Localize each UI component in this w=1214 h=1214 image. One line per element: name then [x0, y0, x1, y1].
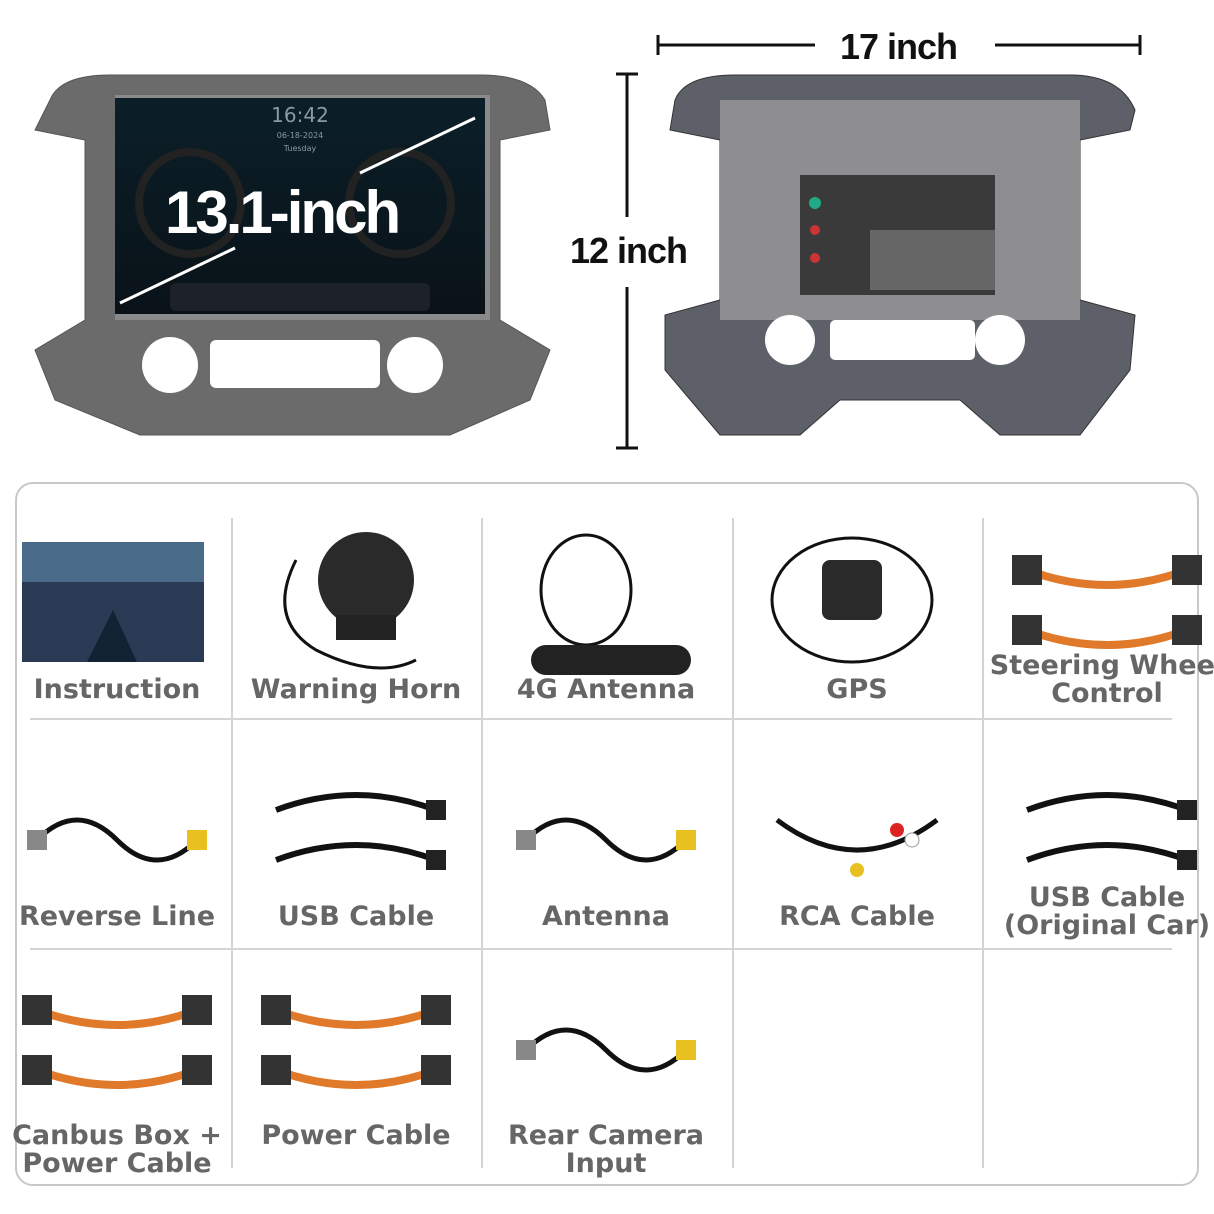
harness-icon: [22, 995, 212, 1089]
usb-icon: [274, 792, 446, 870]
accessory-item: Instruction: [0, 520, 242, 746]
cable-icon: [27, 817, 207, 863]
accessory-item: USB Cable (Original Car): [982, 750, 1214, 954]
back-unit-image: [664, 74, 1136, 436]
gauge-left: [135, 148, 245, 258]
front-unit: 16:42 06-18-2024 Tuesday 13.1-inch: [30, 70, 555, 440]
accessory-label: Rear Camera Input: [507, 1120, 705, 1179]
accessory-label: Warning Horn: [250, 674, 462, 705]
rca-icon: [775, 817, 939, 877]
accessories-panel: [15, 482, 1199, 1186]
accessory-label: Reverse Line: [18, 901, 216, 932]
usb-icon: [1025, 792, 1197, 870]
width-dimension-line: [656, 35, 1142, 55]
divider: [732, 518, 734, 1168]
height-dimension-line: [616, 72, 638, 450]
accessory-item: Steering Wheel Control: [982, 520, 1214, 722]
date: 06-18-2024: [276, 131, 324, 140]
accessory-item: Warning Horn: [231, 520, 481, 746]
accessory-label: USB Cable (Original Car): [1003, 882, 1211, 941]
accessory-item: Antenna: [481, 750, 731, 973]
antenna-icon: [531, 533, 691, 675]
divider: [481, 518, 483, 1168]
manual-icon: [22, 542, 204, 662]
gauge-right: [345, 148, 455, 258]
width-label: 17 inch: [840, 26, 958, 67]
accessory-item: RCA Cable: [732, 750, 982, 973]
screen: 16:42 06-18-2024 Tuesday 13.1-inch: [115, 98, 485, 314]
accessory-item: Power Cable: [231, 960, 481, 1192]
speaker-icon: [283, 532, 417, 670]
harness-icon: [261, 995, 451, 1089]
accessory-item: GPS: [732, 520, 982, 746]
gps-icon: [770, 536, 934, 664]
divider: [982, 518, 984, 1168]
accessory-label: Antenna: [542, 901, 670, 932]
divider: [231, 518, 233, 1168]
accessory-item: Rear Camera Input: [481, 960, 731, 1192]
accessory-label: Canbus Box + Power Cable: [12, 1120, 222, 1179]
clock: 16:42: [271, 103, 329, 127]
accessory-label: Power Cable: [261, 1120, 451, 1151]
divider: [30, 718, 1172, 720]
accessory-label: RCA Cable: [779, 901, 935, 932]
cable-icon: [516, 817, 696, 863]
cable-icon: [516, 1027, 696, 1073]
weekday: Tuesday: [283, 144, 317, 153]
divider: [30, 948, 1172, 950]
accessory-label: 4G Antenna: [516, 674, 696, 705]
height-label: 12 inch: [570, 230, 688, 271]
accessory-item: Reverse Line: [0, 750, 242, 973]
harness-icon: [1012, 555, 1202, 649]
accessory-label: USB Cable: [277, 901, 435, 932]
accessory-label: Instruction: [33, 674, 201, 705]
accessory-item: USB Cable: [231, 750, 481, 973]
accessory-item: Canbus Box + Power Cable: [0, 960, 242, 1192]
accessory-label: Steering Wheel Control: [989, 650, 1214, 709]
dock-bar: [170, 283, 430, 311]
screen-size-label: 13.1-inch: [165, 179, 401, 246]
accessory-label: GPS: [826, 674, 888, 705]
accessory-item: 4G Antenna: [481, 520, 731, 746]
